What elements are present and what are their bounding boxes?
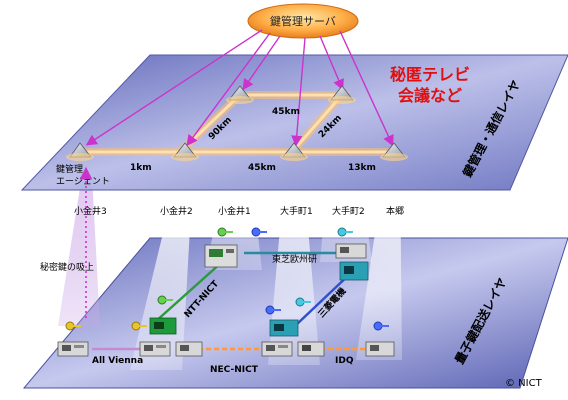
device-koganei3[interactable]: [57, 341, 89, 357]
key-icon: [251, 227, 267, 237]
device-koganei2-a[interactable]: [139, 341, 171, 357]
key-icon: [131, 321, 147, 331]
device-otemachi2-b[interactable]: [339, 261, 369, 281]
site-koganei3: 小金井3: [74, 205, 107, 217]
key-suction-label: 秘密鍵の吸上: [40, 261, 94, 273]
device-otemachi1-c[interactable]: [297, 341, 325, 357]
server-arrows: [85, 29, 394, 147]
key-icon: [157, 295, 173, 305]
site-hongo: 本郷: [386, 205, 404, 217]
key-icon: [65, 321, 81, 331]
distance-1km: 1km: [130, 163, 152, 173]
link-toshiba: 東芝欧州研: [272, 253, 317, 265]
site-koganei2: 小金井2: [160, 205, 193, 217]
device-koganei2-nec[interactable]: [175, 341, 203, 357]
devices: [57, 243, 395, 357]
agents: [66, 85, 408, 161]
device-otemachi1-b[interactable]: [261, 341, 293, 357]
key-icon: [295, 297, 311, 307]
beam-koganei2: [130, 175, 193, 370]
agent-pyramid-otemachi1[interactable]: [280, 142, 308, 161]
key-server-ellipse[interactable]: [247, 3, 359, 39]
upper-links: [76, 91, 398, 156]
keys: [65, 227, 389, 331]
site-otemachi1: 大手町1: [280, 205, 313, 217]
headline-line1: 秘匿テレビ: [390, 65, 470, 84]
device-otemachi1-a[interactable]: [269, 319, 299, 337]
credit: © NICT: [505, 378, 543, 389]
agent-pyramid-koganei1[interactable]: [226, 85, 254, 104]
key-server-label: 鍵管理サーバ: [270, 14, 336, 28]
agent-pyramid-otemachi2[interactable]: [328, 85, 356, 104]
agent-label-line2: エージェント: [56, 177, 110, 187]
link-all-vienna: All Vienna: [92, 356, 143, 366]
key-icon: [265, 305, 281, 315]
agent-pyramid-hongo[interactable]: [380, 142, 408, 161]
key-server[interactable]: 鍵管理サーバ: [247, 3, 359, 39]
beam-hongo: [356, 160, 402, 360]
distance-13km: 13km: [348, 163, 376, 173]
key-icon: [337, 227, 353, 237]
device-hongo[interactable]: [365, 341, 395, 357]
distance-45km-bottom: 45km: [248, 163, 276, 173]
site-labels: 小金井3 小金井2 小金井1 大手町1 大手町2 本郷: [74, 205, 404, 217]
agent-pyramid-koganei3[interactable]: [66, 142, 94, 161]
link-idq: IDQ: [335, 356, 354, 366]
site-koganei1: 小金井1: [218, 205, 251, 217]
key-icon: [373, 321, 389, 331]
device-otemachi2-a[interactable]: [335, 243, 367, 259]
agent-pyramid-koganei2[interactable]: [171, 142, 199, 161]
link-nec-nict: NEC-NICT: [210, 365, 259, 375]
device-koganei2-ntt[interactable]: [149, 317, 177, 335]
distance-45km-top: 45km: [272, 107, 300, 117]
site-otemachi2: 大手町2: [332, 205, 365, 217]
beam-koganei3: [58, 175, 100, 326]
key-icon: [217, 227, 233, 237]
agent-label-line1: 鍵管理: [56, 163, 83, 175]
device-koganei1[interactable]: [204, 244, 238, 268]
key-management-layer-plane: [20, 54, 568, 191]
headline-line2: 会議など: [398, 86, 462, 105]
